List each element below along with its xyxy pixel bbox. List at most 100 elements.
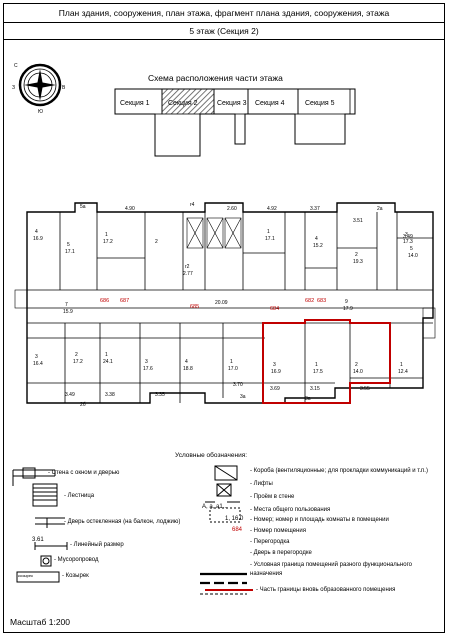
room-area: 15.2 [313,243,323,249]
premises-number: 683 [317,298,326,304]
room-area: 14.0 [353,369,363,375]
room-number: 2 [75,352,78,358]
section-2-label: Секция 2 [168,100,198,107]
room-area: 17.2 [73,359,83,365]
room-number: 2 [355,362,358,368]
room-number: r2 [185,264,190,270]
section-3-label: Секция 3 [217,100,247,107]
room-number: 4 [185,359,188,365]
room-area: 17.6 [143,366,153,372]
room-number: 4.90 [125,206,135,212]
new-premises-boundary [262,319,391,404]
compass-west: З [12,85,15,91]
room-number: 1 [315,362,318,368]
legend-stair-icon [32,483,58,507]
room-number: 1 [230,359,233,365]
room-area: 12.4 [398,369,408,375]
legend-opening-label: - Проём в стене [250,494,295,500]
premises-number: 686 [100,298,109,304]
room-area: 17.5 [313,369,323,375]
room-number: 4.92 [267,206,277,212]
room-number: 3а [305,396,311,402]
room-number: 7 [65,302,68,308]
legend-partition-label: - Перегородка [250,539,290,545]
room-number: 1 [105,232,108,238]
room-area: 17.9 [343,306,353,312]
legend-premises-label: - Номер помещения [250,528,306,534]
legend-canopy-sample: козырек [18,573,33,578]
legend-window-icon [22,467,36,479]
room-number: 3 [35,354,38,360]
room-area: 16.9 [271,369,281,375]
legend-room-area-sample: 1, 16.0 [225,516,244,522]
room-number: 1 [105,352,108,358]
stair-lift-core [14,217,436,339]
room-number: 3.49 [403,234,413,240]
section-4-label: Секция 4 [255,100,285,107]
legend-lift-icon [216,483,232,497]
section-2-box [161,88,215,115]
compass-south: Ю [38,109,43,115]
room-number: 5 [410,246,413,252]
room-number: 3.51 [353,218,363,224]
legend-chute-icon [40,555,52,567]
room-number: 5а [80,204,86,210]
room-area: 19.3 [353,259,363,265]
room-number: 3.15 [310,386,320,392]
scale-label: Масштаб 1:200 [10,617,70,627]
compass-icon: С З В Ю [12,63,66,115]
section-1-label: Секция 1 [120,100,150,107]
room-area: 17.2 [103,239,113,245]
header-divider [3,22,445,23]
legend-lift-label: - Лифты [250,481,273,487]
room-number: 3.49 [65,392,75,398]
legend-dim-label: - Линейный размер [70,542,124,548]
page-frame [3,3,445,633]
room-number: 3 [145,359,148,365]
legend-wall-label: - Стена с окном и дверью [48,470,120,476]
floor-title: 5 этаж (Секция 2) [189,26,259,36]
legend-symbols [12,465,247,595]
legend-red-boundary-label: - Часть границы вновь образованного поме… [256,587,396,593]
room-area: 2.77 [183,271,193,277]
premises-number: 684 [270,306,279,312]
legend-duct-label: - Короба (вентиляционные; для прокладки … [250,468,428,474]
room-number: 20.09 [215,300,228,306]
room-number: 3.37 [310,206,320,212]
room-number: 3.70 [233,382,243,388]
room-number: r4 [190,202,195,208]
section-scheme: Секция 1 Секция 2 Секция 3 Секция 4 Секц… [114,88,356,157]
room-area: 17.1 [265,236,275,242]
legend-canopy-label: - Козырек [62,573,89,579]
legend-title: Условные обозначения: [175,452,248,459]
legend-glazed-door-label: - Дверь остекленная (на балкон, лоджию) [64,519,181,525]
room-number: 1 [400,362,403,368]
legend-red-line [205,589,253,591]
room-area: 15.9 [63,309,73,315]
room-number: 2.60 [227,206,237,212]
room-number: 3.38 [105,392,115,398]
legend-dim-sample: 3.61 [32,537,44,543]
legend-room-num-sample: А, а, а1... [202,504,228,510]
room-area: 24.1 [103,359,113,365]
room-area: 18.8 [183,366,193,372]
legend-partition-door-label: - Дверь в перегородке [250,550,312,556]
legend-boundary-label: - Условная граница помещений разного фун… [250,562,412,577]
room-number: 2а [377,206,383,212]
room-number: 2 [155,239,158,245]
legend-chute-label: - Мусоропровод [54,557,99,563]
legend-room-label: - Номер; номер и площадь комнаты в помещ… [250,517,389,523]
room-number: 2б [80,402,86,408]
compass-north: С [14,63,18,69]
room-number: 3.69 [270,386,280,392]
room-number: 3 [405,232,408,238]
section-5-box [297,88,351,115]
premises-number: 685 [190,304,199,310]
room-number: 3.55 [360,386,370,392]
room-area: 17.3 [403,239,413,245]
room-area: 17.0 [228,366,238,372]
room-number: 5 [67,242,70,248]
room-number: 3 [273,362,276,368]
legend-canopy-icon [16,571,60,583]
